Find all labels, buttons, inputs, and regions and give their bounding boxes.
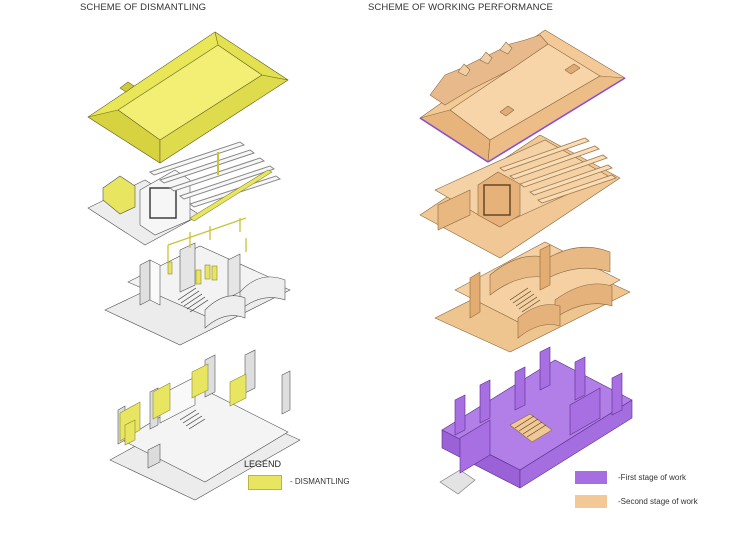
left-first-floor-layer [104,217,291,346]
right-roof-layer [419,29,626,163]
legend-swatch-second-stage [575,495,607,508]
left-attic-layer [87,141,282,246]
legend-heading: LEGEND [244,459,282,469]
left-roof-layer [87,31,289,164]
legend-swatch-dismantling [248,475,282,490]
title-scheme-of-working-performance: SCHEME OF WORKING PERFORMANCE [368,2,553,13]
legend-label-dismantling: - DISMANTLING [290,477,350,486]
legend-swatch-first-stage [575,471,607,484]
right-ground-floor-layer [439,346,633,495]
legend-label-second-stage: -Second stage of work [618,497,698,506]
legend-label-first-stage: -First stage of work [618,473,687,482]
left-ground-floor-layer [109,349,301,501]
right-first-floor-layer [434,241,631,353]
right-attic-layer [419,134,621,259]
title-scheme-of-dismantling: SCHEME OF DISMANTLING [80,2,207,13]
